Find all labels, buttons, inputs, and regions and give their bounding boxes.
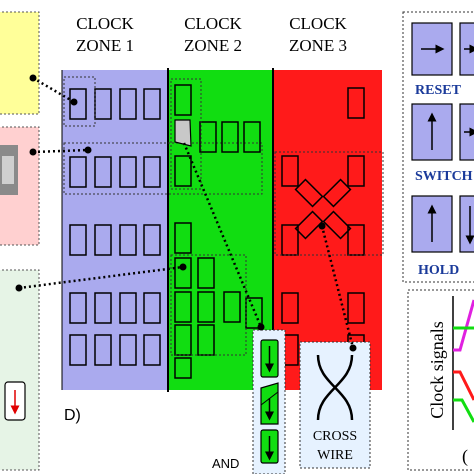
magnet: [174, 155, 192, 187]
zone-2-title-line1: CLOCK: [184, 14, 242, 33]
crosswire-label-line2: WIRE: [317, 448, 353, 463]
clock-axis-label: Clock signals: [427, 321, 447, 419]
clock-zone-1-region: [62, 70, 168, 390]
magnet: [69, 88, 87, 120]
magnet: [143, 292, 161, 324]
and-label: AND: [212, 456, 239, 471]
crosswire-highlight: [274, 151, 384, 256]
magnet: [174, 222, 192, 254]
legend-hold-label: HOLD: [418, 263, 459, 278]
panel-label: D): [64, 407, 81, 424]
magnet: [143, 334, 161, 366]
crosswire-label-line1: CROSS: [313, 429, 357, 444]
magnet: [197, 324, 215, 356]
zone-2-title-line2: ZONE 2: [184, 36, 242, 55]
magnet: [119, 88, 137, 120]
zone-1-magnet-grid: [69, 88, 161, 366]
magnet: [347, 155, 365, 187]
magnet: [197, 291, 215, 323]
magnet: [294, 210, 324, 240]
magnet: [119, 156, 137, 188]
magnet: [294, 178, 324, 208]
leader-line: [32, 148, 89, 154]
leader-line: [320, 225, 355, 349]
leader-dot: [257, 323, 265, 331]
magnet: [174, 357, 192, 379]
zone-2-magnet-grid: [174, 84, 263, 379]
magnet: [223, 291, 241, 323]
magnet: [143, 156, 161, 188]
leader-dot: [84, 146, 92, 154]
magnet: [174, 291, 192, 323]
magenta-clock-trace: [453, 299, 474, 352]
legend-reset-label: RESET: [415, 83, 462, 98]
magnet: [221, 121, 239, 153]
zone-3-title-line2: ZONE 3: [289, 36, 347, 55]
magnet: [94, 292, 112, 324]
magnet: [94, 334, 112, 366]
legend-switch-label: SWITCH: [415, 169, 473, 184]
and-gate-magnet: [174, 119, 192, 147]
magnet: [281, 155, 299, 187]
magnet: [94, 224, 112, 256]
magnet: [94, 156, 112, 188]
magnet: [69, 224, 87, 256]
magnet: [281, 292, 299, 324]
magnet: [199, 121, 217, 153]
green-inset-panel: [0, 269, 40, 471]
magnet: [69, 334, 87, 366]
leader-lines: [18, 76, 355, 349]
magnet: [174, 84, 192, 116]
magnet: [322, 210, 352, 240]
leader-dot: [318, 222, 326, 230]
magnet: [119, 224, 137, 256]
green-clock-trace-2: [453, 398, 474, 423]
leader-dot: [70, 98, 78, 106]
legend-box: [402, 11, 474, 283]
clock-caption: (: [462, 446, 468, 467]
clock-signals-box: [407, 289, 474, 471]
magnet: [197, 257, 215, 289]
magnet: [143, 224, 161, 256]
zone-2-column-highlight: [170, 254, 247, 356]
legend-hold-magnet-2: [459, 195, 474, 253]
zone-1-row-highlight: [63, 142, 263, 195]
sem-image-highlight: [2, 156, 14, 184]
magnet: [347, 87, 365, 119]
leader-dot: [179, 263, 187, 271]
magnet: [322, 178, 352, 208]
magnet: [143, 88, 161, 120]
zone-3-title-line1: CLOCK: [289, 14, 347, 33]
red-clock-trace: [453, 370, 474, 401]
magnet: [174, 257, 192, 289]
zone-2-gate-highlight: [170, 78, 202, 190]
zone-1-title-line1: CLOCK: [76, 14, 134, 33]
magnet: [243, 121, 261, 153]
magnet: [69, 156, 87, 188]
crossing-magnets: [294, 178, 352, 240]
yellow-inset-panel: [0, 11, 40, 115]
magnet: [69, 292, 87, 324]
crosswire-symbol: [316, 354, 354, 421]
magnet: [119, 334, 137, 366]
zone-1-title-line2: ZONE 1: [76, 36, 134, 55]
leader-dot: [349, 344, 357, 352]
magnet: [119, 292, 137, 324]
crosswire-callout: [299, 341, 371, 469]
leader-dot: [29, 74, 37, 82]
magnet: [347, 292, 365, 324]
leader-line: [182, 142, 263, 328]
leader-dots: [15, 74, 357, 352]
leader-dot: [15, 284, 23, 292]
leader-dot: [29, 148, 37, 156]
